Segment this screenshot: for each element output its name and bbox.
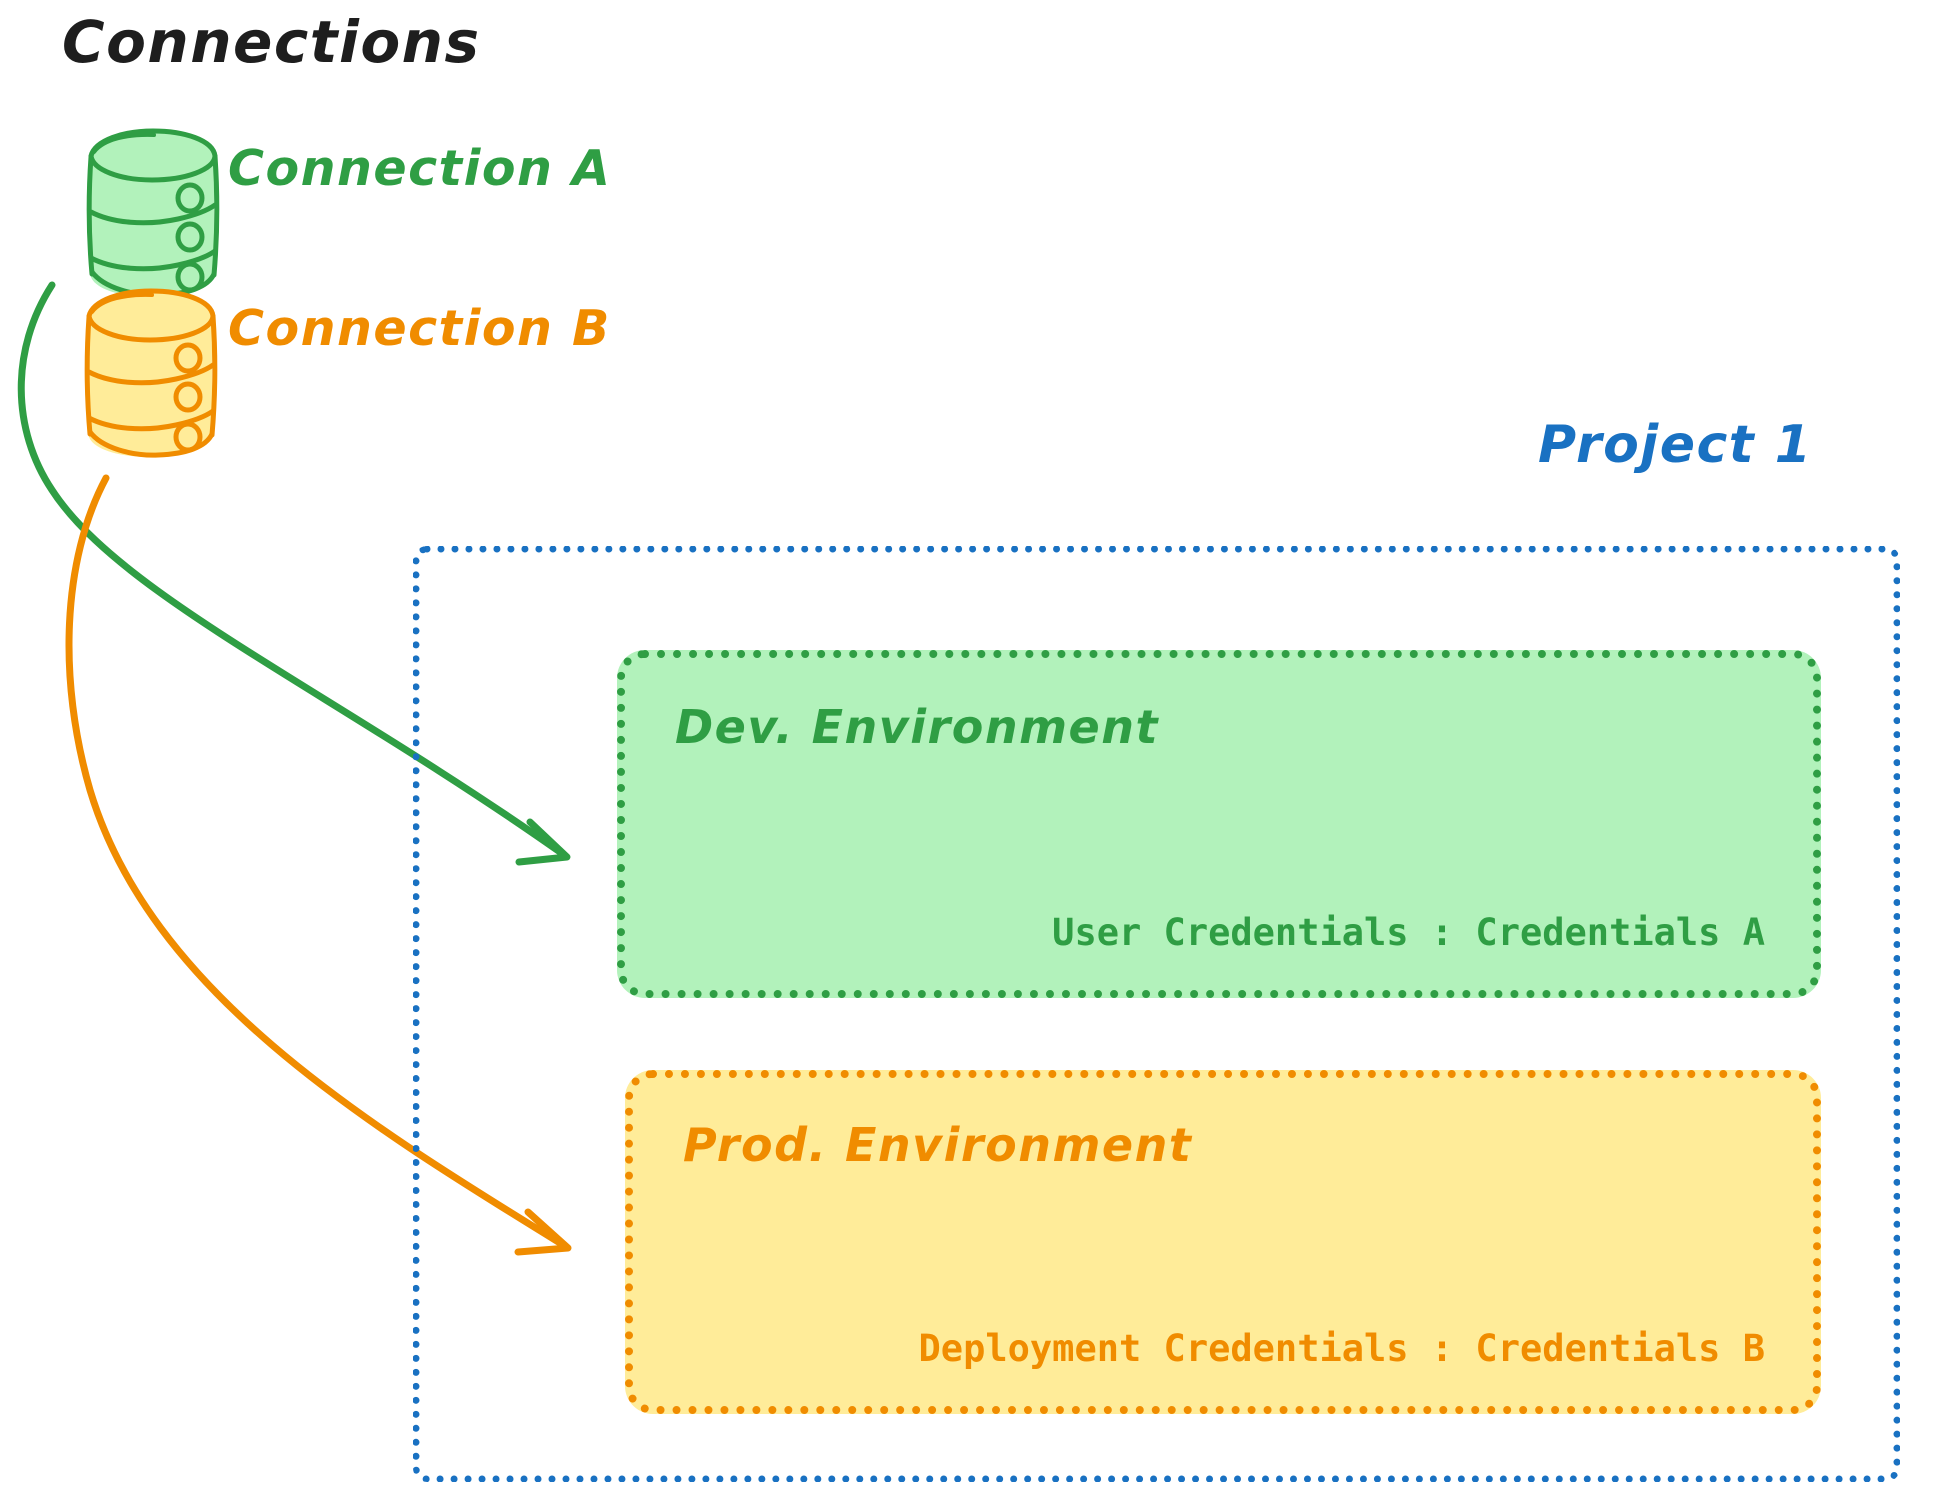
database-cylinder-icon-connection-a[interactable]: [86, 128, 220, 298]
dev-environment-box[interactable]: Dev. Environment User Credentials : Cred…: [617, 650, 1821, 998]
dev-environment-credentials: User Credentials : Credentials A: [1052, 911, 1765, 954]
project-container: [413, 546, 1900, 1482]
page-title: Connections: [62, 8, 481, 76]
connection-a-label[interactable]: Connection A: [228, 140, 612, 197]
dev-environment-title: Dev. Environment: [675, 700, 1159, 754]
prod-environment-title: Prod. Environment: [683, 1118, 1193, 1172]
prod-environment-box[interactable]: Prod. Environment Deployment Credentials…: [625, 1070, 1821, 1414]
project-title: Project 1: [1538, 415, 1813, 475]
arrow-connection-b-to-prod: [65, 474, 572, 1256]
database-cylinder-icon-connection-b[interactable]: [84, 288, 218, 458]
connection-b-label[interactable]: Connection B: [228, 300, 611, 357]
prod-environment-credentials: Deployment Credentials : Credentials B: [918, 1327, 1765, 1370]
arrow-connection-a-to-dev: [17, 281, 571, 866]
